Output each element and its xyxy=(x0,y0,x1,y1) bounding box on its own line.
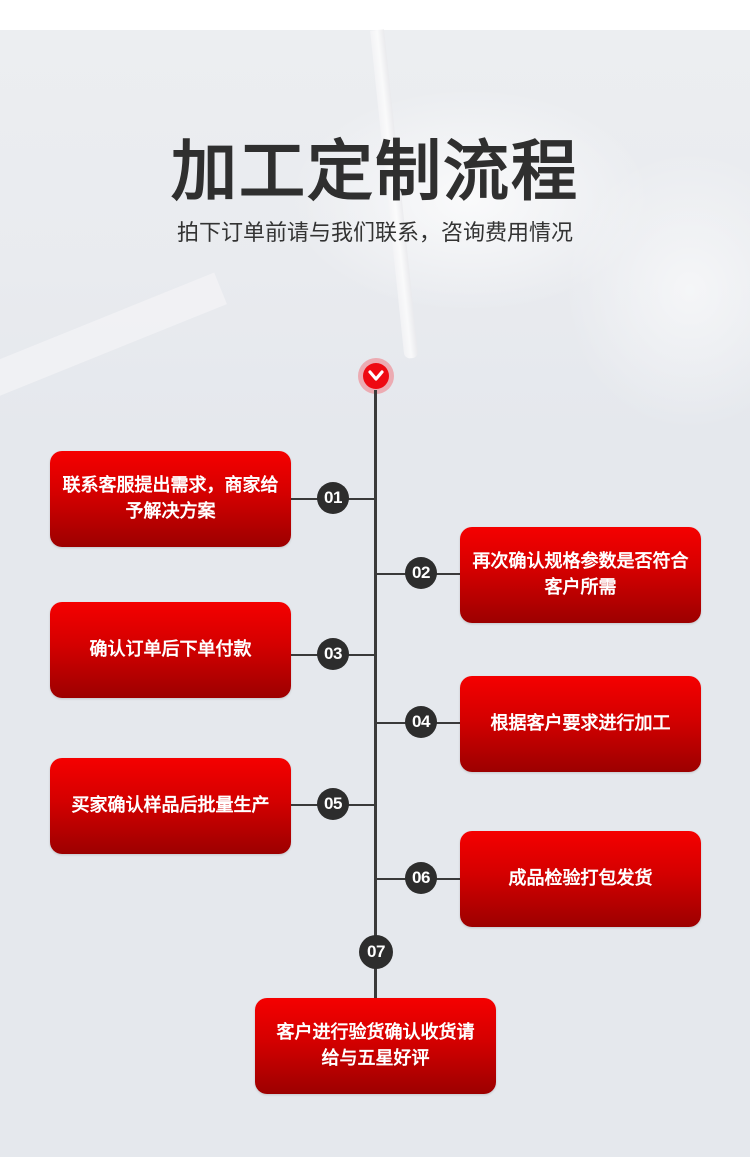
step-text-02: 再次确认规格参数是否符合客户所需 xyxy=(472,551,689,598)
chevron-down-icon xyxy=(363,363,389,389)
step-text-04: 根据客户要求进行加工 xyxy=(490,713,671,734)
timeline-spine xyxy=(374,390,377,1000)
step-number-05: 05 xyxy=(317,788,349,820)
step-text-06: 成品检验打包发货 xyxy=(508,868,653,889)
top-strip xyxy=(0,0,750,30)
timeline-start-marker xyxy=(358,358,394,394)
step-number-01: 01 xyxy=(317,482,349,514)
step-box-01: 联系客服提出需求，商家给予解决方案 xyxy=(50,451,291,547)
step-number-04: 04 xyxy=(405,706,437,738)
step-number-06: 06 xyxy=(405,862,437,894)
page-subtitle: 拍下订单前请与我们联系，咨询费用情况 xyxy=(176,221,573,246)
step-box-06: 成品检验打包发货 xyxy=(460,831,701,927)
step-box-03: 确认订单后下单付款 xyxy=(50,602,291,698)
step-box-02: 再次确认规格参数是否符合客户所需 xyxy=(460,527,701,623)
step-text-01: 联系客服提出需求，商家给予解决方案 xyxy=(62,475,279,522)
step-text-03: 确认订单后下单付款 xyxy=(89,639,252,660)
step-text-07: 客户进行验货确认收货请给与五星好评 xyxy=(276,1022,475,1069)
step-text-05: 买家确认样品后批量生产 xyxy=(71,795,270,816)
step-number-02: 02 xyxy=(405,557,437,589)
step-box-05: 买家确认样品后批量生产 xyxy=(50,758,291,854)
step-number-03: 03 xyxy=(317,638,349,670)
step-box-07: 客户进行验货确认收货请给与五星好评 xyxy=(255,998,496,1094)
ruler-illustration xyxy=(0,272,227,402)
step-box-04: 根据客户要求进行加工 xyxy=(460,676,701,772)
step-number-07: 07 xyxy=(359,935,393,969)
page-title: 加工定制流程 xyxy=(171,133,579,210)
